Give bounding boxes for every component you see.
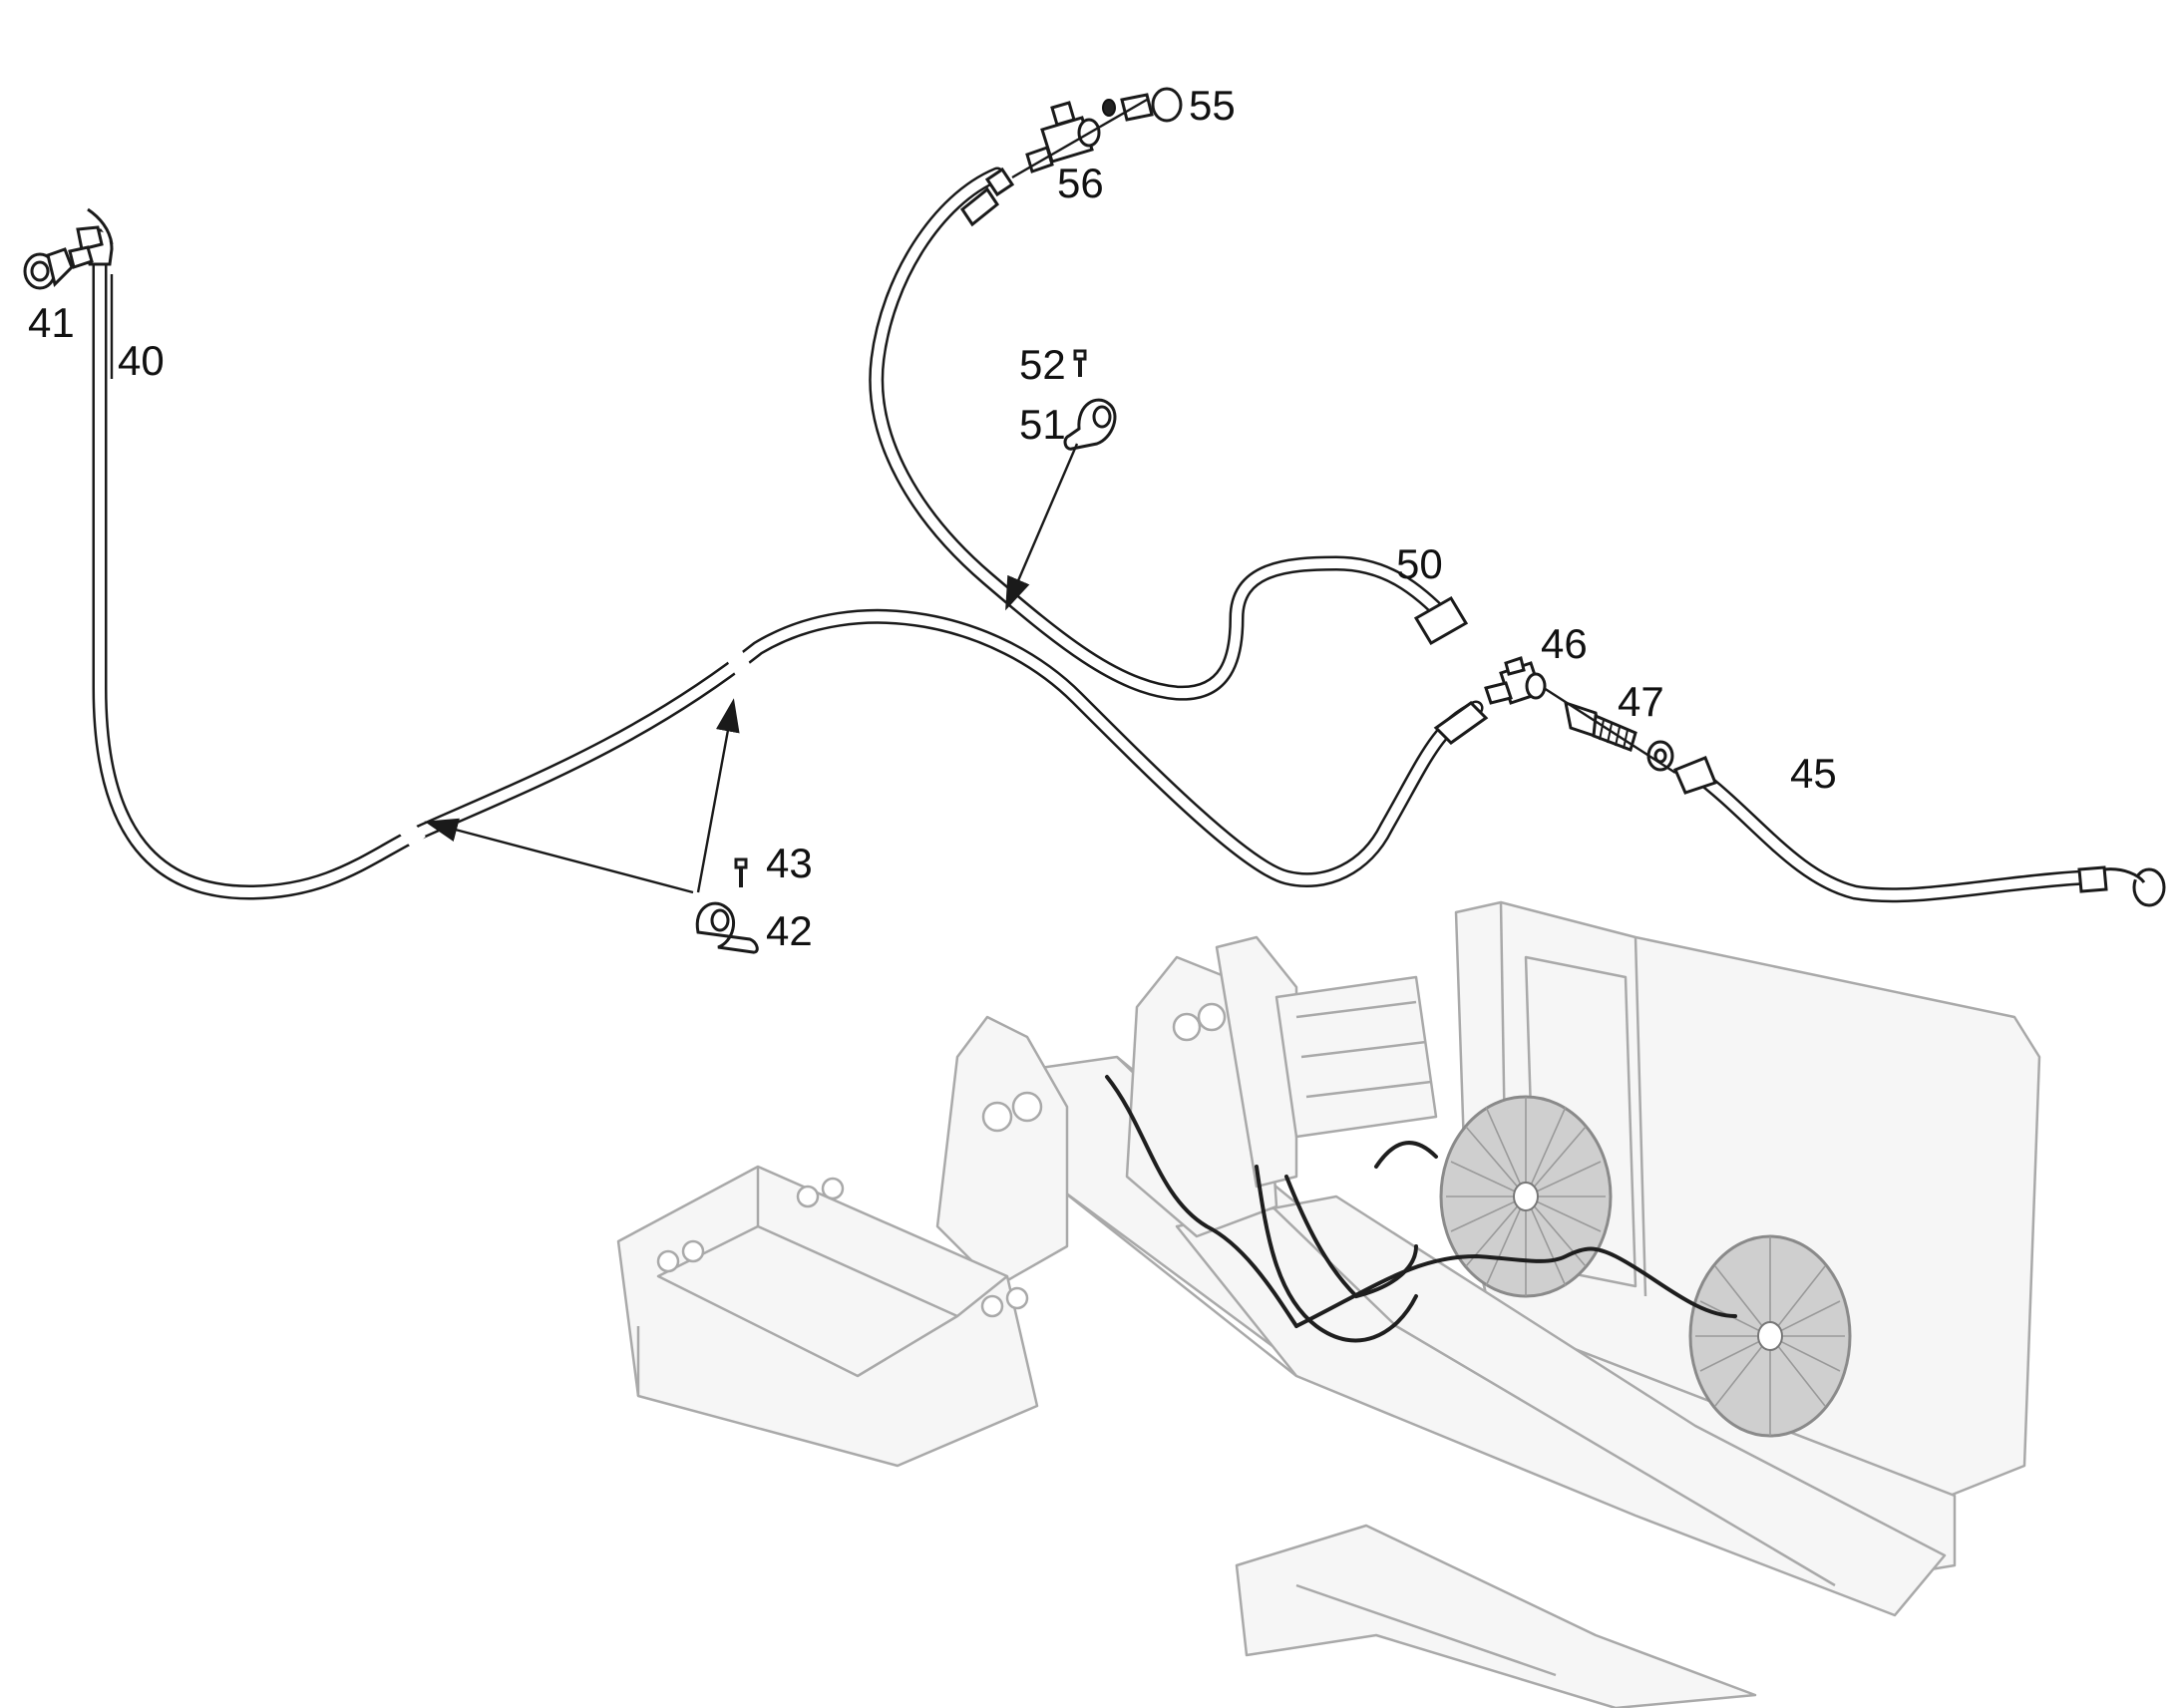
callout-40: 40: [118, 337, 165, 384]
screw-43: [734, 857, 748, 887]
hose-50: [869, 167, 1469, 701]
callout-56: 56: [1057, 160, 1104, 206]
tee-fitting-46: [1484, 656, 1547, 705]
radiator-fan-right: [1688, 1234, 1852, 1438]
cap-nut-41: [23, 245, 94, 290]
tee-56: [1025, 101, 1101, 173]
clamp-42: [695, 901, 759, 954]
leader-51-to-hose: [1005, 443, 1079, 611]
washer-47: [1646, 740, 1674, 772]
hose-45: [1673, 756, 2166, 907]
callout-51: 51: [1019, 401, 1066, 448]
callout-50: 50: [1396, 540, 1443, 587]
elbow-55: [1102, 87, 1183, 123]
leader-42-to-hose-a: [424, 818, 694, 894]
clamp-51: [1063, 398, 1117, 451]
callout-labels: 41 40 42 43 45 46 47 50 51 52 55 56: [28, 82, 1837, 954]
hose-40: [76, 207, 1489, 900]
screw-52: [1073, 349, 1087, 377]
assembly-axis-line-top: [1011, 98, 1148, 179]
callout-46: 46: [1541, 620, 1588, 667]
callout-43: 43: [766, 840, 813, 886]
callout-42: 42: [766, 907, 813, 954]
callout-41: 41: [28, 299, 75, 346]
callout-47: 47: [1618, 678, 1664, 725]
callout-52: 52: [1019, 341, 1066, 388]
callout-55: 55: [1189, 82, 1236, 129]
machine-frame-illustration: [616, 900, 2041, 1708]
callout-45: 45: [1790, 750, 1837, 797]
leader-42-to-hose-b: [696, 698, 740, 893]
assembly-axis-line: [1543, 686, 1676, 775]
radiator-fan-left: [1439, 1095, 1613, 1298]
